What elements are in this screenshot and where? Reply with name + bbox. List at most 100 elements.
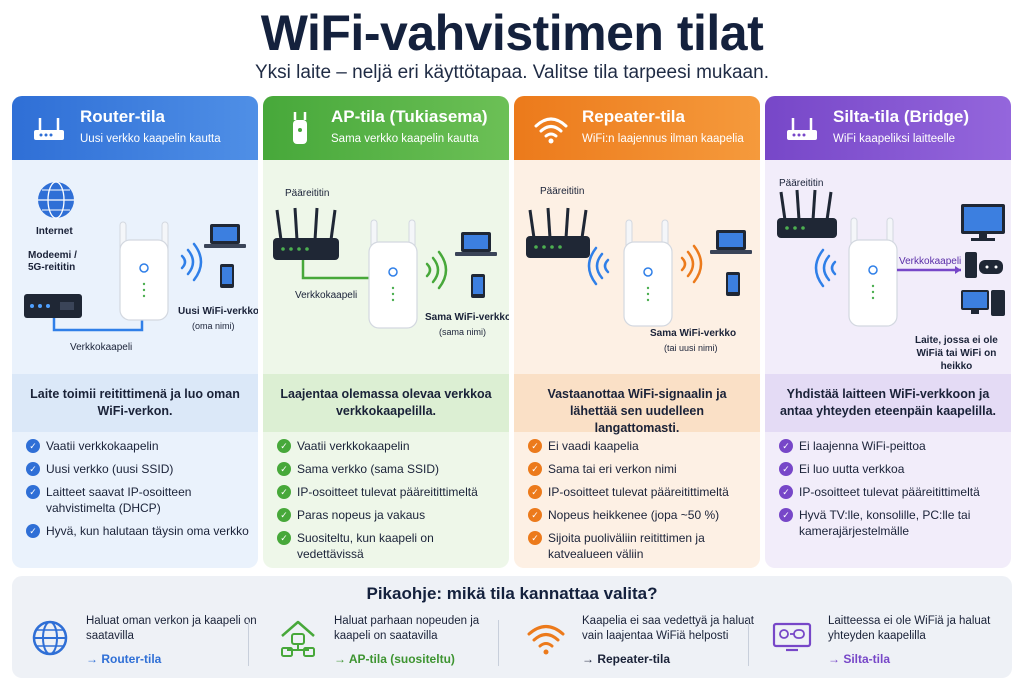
list-item: ✓Ei laajenna WiFi-peittoa [779,438,1003,454]
card-header: Silta-tila (Bridge) WiFi kaapeliksi lait… [765,96,1011,160]
check-icon: ✓ [26,439,40,453]
guide-item-result: → Repeater-tila [582,652,671,666]
label-wifi-sub: (sama nimi) [439,327,487,337]
list-item: ✓Paras nopeus ja vakaus [277,507,501,523]
list-item: ✓Laitteet saavat IP-osoitteen vahvistime… [26,484,250,516]
card-title: AP-tila (Tukiasema) [331,107,488,126]
repeater-mode-illustration: Pääreititin Sama WiFi-verkko (tai uusi n… [514,160,760,374]
label-cable: Verkkokaapeli [295,290,358,301]
check-icon: ✓ [26,524,40,538]
check-icon: ✓ [779,508,793,522]
card-title: Repeater-tila [582,107,685,126]
guide-item-text: Kaapelia ei saa vedettyä ja haluat vain … [582,615,754,642]
router-mode-illustration: Internet Modeemi / 5G-reititin Verkkokaa… [12,160,258,374]
card-header: Repeater-tila WiFi:n laajennus ilman kaa… [514,96,760,160]
wifi-waves [425,250,448,290]
check-icon: ✓ [277,508,291,522]
list-item: ✓Suositeltu, kun kaapeli on vedettävissä [277,530,501,562]
card-title: Router-tila [80,107,165,126]
guide-item-ap: Haluat parhaan nopeuden ja kaapeli on sa… [270,612,510,674]
list-item: ✓Ei luo uutta verkkoa [779,461,1003,477]
guide-item-result: → Router-tila [86,652,162,666]
card-header: Router-tila Uusi verkko kaapelin kautta [12,96,258,160]
wifi-waves [180,242,203,282]
list-item: ✓Hyvä TV:lle, konsolille, PC:lle tai kam… [779,507,1003,539]
access-point-icon [293,112,307,144]
card-title: Silta-tila (Bridge) [833,107,970,126]
extender-device [848,217,898,327]
modem-icon [24,294,82,318]
list-item: ✓Uusi verkko (uusi SSID) [26,461,250,477]
check-icon: ✓ [277,439,291,453]
guide-item-text: Haluat parhaan nopeuden ja kaapeli on sa… [334,615,480,642]
globe-icon [32,620,68,656]
card-subtitle: WiFi kaapeliksi laitteelle [833,133,956,145]
card-router-mode: Router-tila Uusi verkko kaapelin kautta [12,96,258,568]
label-main-router: Pääreititin [779,178,824,189]
card-subtitle: Sama verkko kaapelin kautta [331,133,479,145]
bridge-mode-illustration: Pääreititin Verkkokaapeli Laite, jossa e… [765,160,1011,374]
list-item: ✓IP-osoitteet tulevat pääreitittimeltä [277,484,501,500]
label-cable: Verkkokaapeli [70,342,133,353]
check-icon: ✓ [779,439,793,453]
wifi-waves-outgoing [680,244,703,284]
list-item: ✓Sijoita puoliväliin reitittimen ja katv… [528,530,752,562]
guide-title: Pikaohje: mikä tila kannattaa valita? [366,584,658,603]
phone-icon [220,264,234,288]
main-router-icon [273,207,339,260]
console-icon [965,252,1003,278]
check-icon: ✓ [277,531,291,545]
check-icon: ✓ [528,531,542,545]
guide-item-text: Haluat oman verkon ja kaapeli on saatavi… [86,615,257,642]
label-wifi-title: Sama WiFi-verkko [425,312,509,323]
list-item: ✓IP-osoitteet tulevat pääreitittimeltä [528,484,752,500]
phone-icon [471,274,485,298]
tv-icon [961,204,1005,241]
extender-device [368,219,418,329]
divider [248,620,249,666]
label-cable: Verkkokaapeli [899,256,962,267]
page-title: WiFi-vahvistimen tilat [260,5,764,61]
check-icon: ✓ [26,462,40,476]
guide-item-repeater: Kaapelia ei saa vedettyä ja haluat vain … [518,612,758,674]
card-subtitle: Uusi verkko kaapelin kautta [80,133,221,145]
wifi-icon [534,117,568,144]
quick-guide: Pikaohje: mikä tila kannattaa valita? Ha… [12,576,1012,678]
feature-list: ✓Vaatii verkkokaapelin ✓Uusi verkko (uus… [26,438,250,546]
divider [498,620,499,666]
label-main-router: Pääreititin [540,186,585,197]
main-router-icon [526,207,590,258]
extender-device [119,221,169,321]
check-icon: ✓ [528,508,542,522]
label-device-note: Laite, jossa ei ole WiFiä tai WiFi on he… [915,335,998,372]
label-internet: Internet [36,226,73,237]
check-icon: ✓ [277,462,291,476]
check-icon: ✓ [277,485,291,499]
divider [748,620,749,666]
list-item: ✓Vaatii verkkokaapelin [277,438,501,454]
feature-list: ✓Vaatii verkkokaapelin ✓Sama verkko (sam… [277,438,501,568]
list-item: ✓Nopeus heikkenee (jopa ~50 %) [528,507,752,523]
check-icon: ✓ [528,485,542,499]
page-subtitle: Yksi laite – neljä eri käyttötapaa. Vali… [255,62,769,83]
wifi-waves-incoming [587,246,610,286]
phone-icon [726,272,740,296]
home-network-icon [281,620,315,657]
main-router-icon [777,189,837,238]
guide-item-bridge: Laitteessa ei ole WiFiä ja haluat yhteyd… [764,612,1004,674]
feature-list: ✓Ei vaadi kaapelia ✓Sama tai eri verkon … [528,438,752,568]
list-item: ✓Hyvä, kun halutaan täysin oma verkko [26,523,250,539]
ap-mode-illustration: Pääreititin Verkkokaapeli Sama WiFi-verk… [263,160,509,374]
laptop-icon [204,224,246,248]
check-icon: ✓ [779,462,793,476]
list-item: ✓Ei vaadi kaapelia [528,438,752,454]
devices-icon [772,622,812,652]
globe-icon [38,181,74,219]
label-wifi-title: Sama WiFi-verkko [650,328,737,339]
guide-item-router: Haluat oman verkon ja kaapeli on saatavi… [22,612,262,674]
card-description: Vastaanottaa WiFi-signaalin ja lähettää … [514,374,760,435]
card-header: AP-tila (Tukiasema) Sama verkko kaapelin… [263,96,509,160]
check-icon: ✓ [528,439,542,453]
guide-item-text: Laitteessa ei ole WiFiä ja haluat yhteyd… [828,615,991,642]
router-icon [787,118,817,140]
